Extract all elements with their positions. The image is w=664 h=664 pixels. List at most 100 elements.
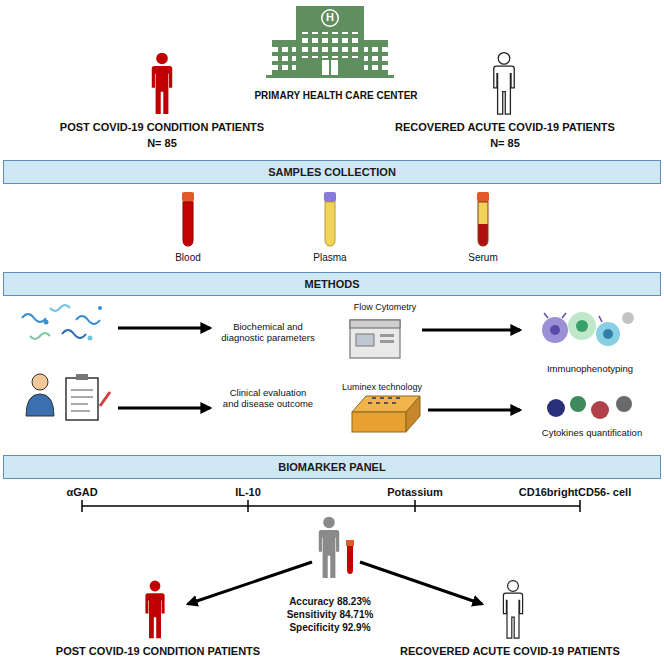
cells-icon <box>542 312 634 346</box>
performance-metric: Specificity 92.9% <box>255 622 405 634</box>
group-label: RECOVERED ACUTE COVID-19 PATIENTS <box>355 121 655 134</box>
clinician-clipboard-icon <box>71 390 93 411</box>
serum-tube <box>477 192 489 202</box>
method-output: Immunophenotyping <box>525 364 655 375</box>
molecules-icon <box>22 314 46 322</box>
sample-label: Plasma <box>290 252 370 264</box>
biomarker-label: αGAD <box>42 486 122 499</box>
patient-icon-red <box>145 581 164 639</box>
patient-icon-white <box>503 581 522 639</box>
cells-icon <box>550 325 560 335</box>
flow-cytometer-icon <box>380 334 394 337</box>
molecules-icon <box>30 333 50 339</box>
sample-label: Serum <box>443 252 523 264</box>
molecules-icon <box>88 336 93 341</box>
method-label: Clinical evaluation and disease outcome <box>222 388 314 410</box>
arrow <box>422 329 520 332</box>
molecules-icon <box>98 306 102 310</box>
arrow <box>118 408 520 410</box>
plasma-tube <box>324 192 336 246</box>
serum-tube <box>478 202 488 224</box>
hospital-sign: H <box>323 11 337 24</box>
arrow <box>360 562 482 604</box>
group-label: POST COVID-19 CONDITION PATIENTS <box>8 645 308 658</box>
molecules-icon <box>50 305 70 311</box>
molecules-icon <box>62 330 86 338</box>
clinician-clipboard-icon <box>66 378 98 420</box>
flow-cytometer-icon <box>356 334 374 346</box>
clinician-clipboard-icon <box>76 374 88 380</box>
luminex-icon <box>352 396 420 432</box>
flow-cytometer-icon <box>350 320 400 358</box>
serum-tube <box>477 192 489 246</box>
cohort-size: N= 85 <box>465 137 545 150</box>
performance-metric: Sensitivity 84.71% <box>255 609 405 621</box>
section-band: METHODS <box>3 272 661 296</box>
serum-tube <box>478 202 488 246</box>
molecules-icon <box>76 316 100 324</box>
plasma-tube <box>325 202 335 246</box>
section-heading: BIOMARKER PANEL <box>278 461 385 473</box>
section-heading: SAMPLES COLLECTION <box>268 166 396 178</box>
arrow <box>118 407 210 410</box>
patient-icon-red <box>145 581 164 639</box>
hospital-icon <box>296 6 364 76</box>
luminex-icon <box>368 398 400 403</box>
hospital-icon <box>266 75 394 78</box>
patient-icon-grey <box>319 517 339 578</box>
arrow <box>118 328 520 330</box>
section-heading: METHODS <box>305 278 360 290</box>
performance-metric: Accuracy 88.23% <box>255 596 405 608</box>
luminex-icon <box>352 412 406 432</box>
blood-tube <box>182 192 194 246</box>
bracket <box>247 500 249 512</box>
luminex-icon <box>406 396 420 432</box>
cells-icon <box>568 312 596 340</box>
cells-icon <box>596 322 620 346</box>
molecules-icon <box>44 320 49 325</box>
patient-icon-red <box>152 53 172 114</box>
sample-label: Blood <box>148 252 228 264</box>
section-band: BIOMARKER PANEL <box>3 455 661 479</box>
hospital-icon <box>266 6 394 78</box>
hospital-icon <box>272 40 296 76</box>
clinician-clipboard-icon <box>32 374 48 390</box>
biomarker-label: Potassium <box>370 486 460 499</box>
patient-icon-grey <box>319 517 339 578</box>
blood-tube <box>347 546 353 574</box>
method-output: Cytokines quantification <box>522 428 662 439</box>
cells-icon <box>542 317 568 343</box>
cells-icon <box>622 312 634 324</box>
blood-tube <box>346 540 354 546</box>
flow-cytometer-icon <box>350 320 400 328</box>
patient-icon-white <box>503 581 522 639</box>
serum-tube <box>478 224 488 246</box>
blood-tube <box>346 540 354 574</box>
bracket <box>414 500 416 512</box>
bracket <box>81 500 83 512</box>
blood-tube <box>182 192 194 202</box>
hospital-icon <box>321 9 339 27</box>
bracket <box>82 505 580 507</box>
bracket <box>82 500 580 512</box>
arrow <box>118 327 210 330</box>
group-label: RECOVERED ACUTE COVID-19 PATIENTS <box>360 645 660 658</box>
clinician-clipboard-icon <box>26 374 110 420</box>
cells-icon <box>544 313 602 322</box>
clinician-clipboard-icon <box>100 392 110 406</box>
biomarker-label: CD16brightCD56- cell <box>500 486 650 499</box>
site-label: PRIMARY HEALTH CARE CENTER <box>226 90 446 102</box>
patient-icon-red <box>152 53 172 114</box>
flow-cytometer-icon <box>380 340 394 343</box>
plasma-tube <box>324 192 336 202</box>
hospital-icon <box>323 11 338 26</box>
cohort-size: N= 85 <box>122 137 202 150</box>
hospital-icon <box>364 40 388 76</box>
biomarker-label: IL-10 <box>208 486 288 499</box>
instrument-label: Luminex technology <box>327 382 437 392</box>
hospital-icon <box>364 44 388 74</box>
cytokine-beads-icon <box>547 396 632 419</box>
cytokine-beads-icon <box>591 401 609 419</box>
patient-icon-white <box>494 53 514 114</box>
